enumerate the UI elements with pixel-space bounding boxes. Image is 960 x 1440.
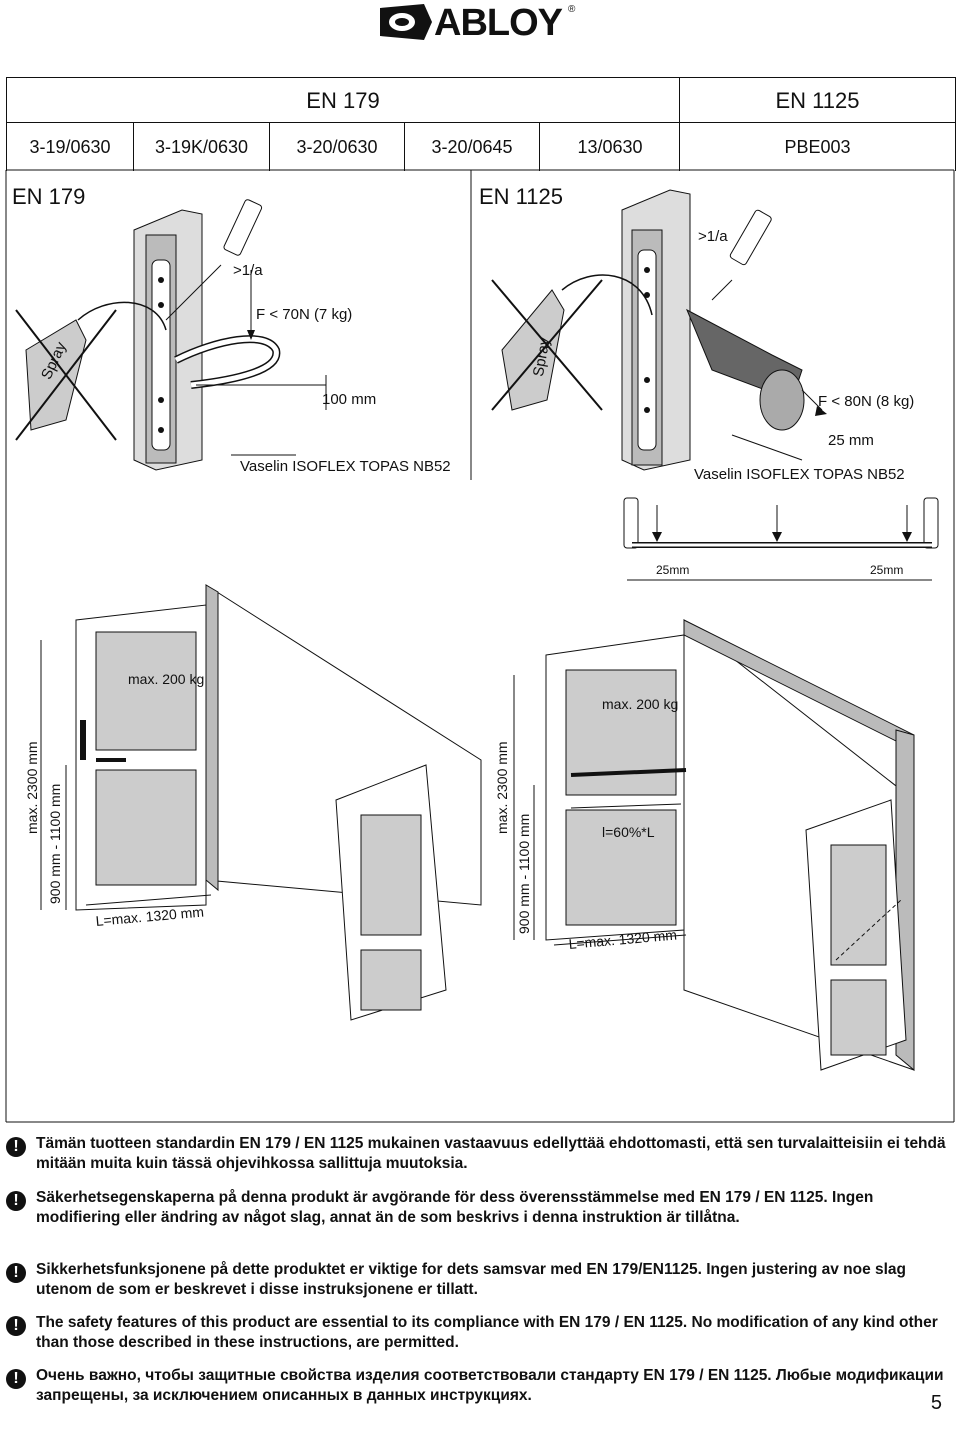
section-title-en179: EN 179 — [12, 184, 86, 209]
standard-en1125-header: EN 1125 — [775, 87, 860, 113]
en1125-interval-label: >1/a — [698, 228, 728, 245]
model-cell: 3-19K/0630 — [154, 136, 249, 157]
abloy-logo: ABLOY ® — [378, 2, 578, 44]
warning-text: Säkerhetsegenskaperna på denna produkt ä… — [36, 1189, 874, 1226]
warning-russian: ! Очень важно, чтобы защитные свойства и… — [6, 1367, 946, 1409]
warning-icon: ! — [6, 1316, 26, 1336]
logo-key-icon — [380, 4, 432, 40]
right-door-height: max. 2300 mm — [494, 741, 510, 834]
standards-header-row: EN 179 EN 1125 — [6, 77, 956, 123]
warning-text: Tämän tuotteen standardin EN 179 / EN 11… — [36, 1135, 946, 1172]
en179-distance-label: 100 mm — [322, 391, 377, 408]
warning-english: ! The safety features of this product ar… — [6, 1314, 946, 1356]
logo-text: ABLOY — [434, 2, 563, 44]
en1125-distance-label: 25 mm — [828, 432, 874, 449]
door-installation-illustration — [40, 584, 915, 1072]
warning-icon: ! — [6, 1191, 26, 1211]
left-door-handle-height: 900 mm - 1100 mm — [47, 783, 63, 904]
warning-swedish: ! Säkerhetsegenskaperna på denna produkt… — [6, 1189, 946, 1251]
warning-icon: ! — [6, 1263, 26, 1283]
models-header-row: 3-19/0630 3-19K/0630 3-20/0630 3-20/0645… — [6, 122, 956, 171]
warning-text: The safety features of this product are … — [36, 1314, 938, 1351]
warning-icon: ! — [6, 1137, 26, 1157]
warning-text: Sikkerhetsfunksjonene på dette produktet… — [36, 1261, 907, 1298]
right-door-bar-length: l=60%*L — [602, 824, 655, 840]
en179-force-label: F < 70N (7 kg) — [256, 306, 353, 323]
en179-interval-label: >1/a — [233, 262, 263, 279]
en1125-force-label: F < 80N (8 kg) — [818, 393, 915, 410]
model-cell: 13/0630 — [577, 136, 643, 157]
section-title-en1125: EN 1125 — [479, 184, 563, 209]
model-cell: 3-20/0630 — [296, 136, 378, 157]
en179-lubricant-label: Vaselin ISOFLEX TOPAS NB52 — [240, 458, 451, 475]
warning-icon: ! — [6, 1369, 26, 1389]
bar-offset-right-label: 25mm — [870, 563, 904, 577]
en1125-lubricant-label: Vaselin ISOFLEX TOPAS NB52 — [694, 466, 905, 483]
standard-en179-header: EN 179 — [306, 87, 380, 113]
en179-lubrication-illustration — [15, 199, 327, 471]
en1125-lubrication-illustration — [491, 189, 939, 581]
logo-registered-mark: ® — [568, 4, 576, 15]
page-number: 5 — [930, 1392, 942, 1414]
right-door-handle-height: 900 mm - 1100 mm — [516, 813, 532, 934]
model-cell: PBE003 — [784, 136, 851, 157]
warning-text: Очень важно, чтобы защитные свойства изд… — [36, 1367, 944, 1404]
left-door-weight: max. 200 kg — [128, 671, 205, 687]
warning-norwegian: ! Sikkerhetsfunksjonene på dette produkt… — [6, 1261, 946, 1303]
model-cell: 3-20/0645 — [431, 136, 513, 157]
left-door-height: max. 2300 mm — [24, 741, 40, 834]
right-door-weight: max. 200 kg — [602, 696, 679, 712]
model-cell: 3-19/0630 — [29, 136, 111, 157]
bar-offset-left-label: 25mm — [656, 563, 690, 577]
warning-finnish: ! Tämän tuotteen standardin EN 179 / EN … — [6, 1135, 946, 1177]
